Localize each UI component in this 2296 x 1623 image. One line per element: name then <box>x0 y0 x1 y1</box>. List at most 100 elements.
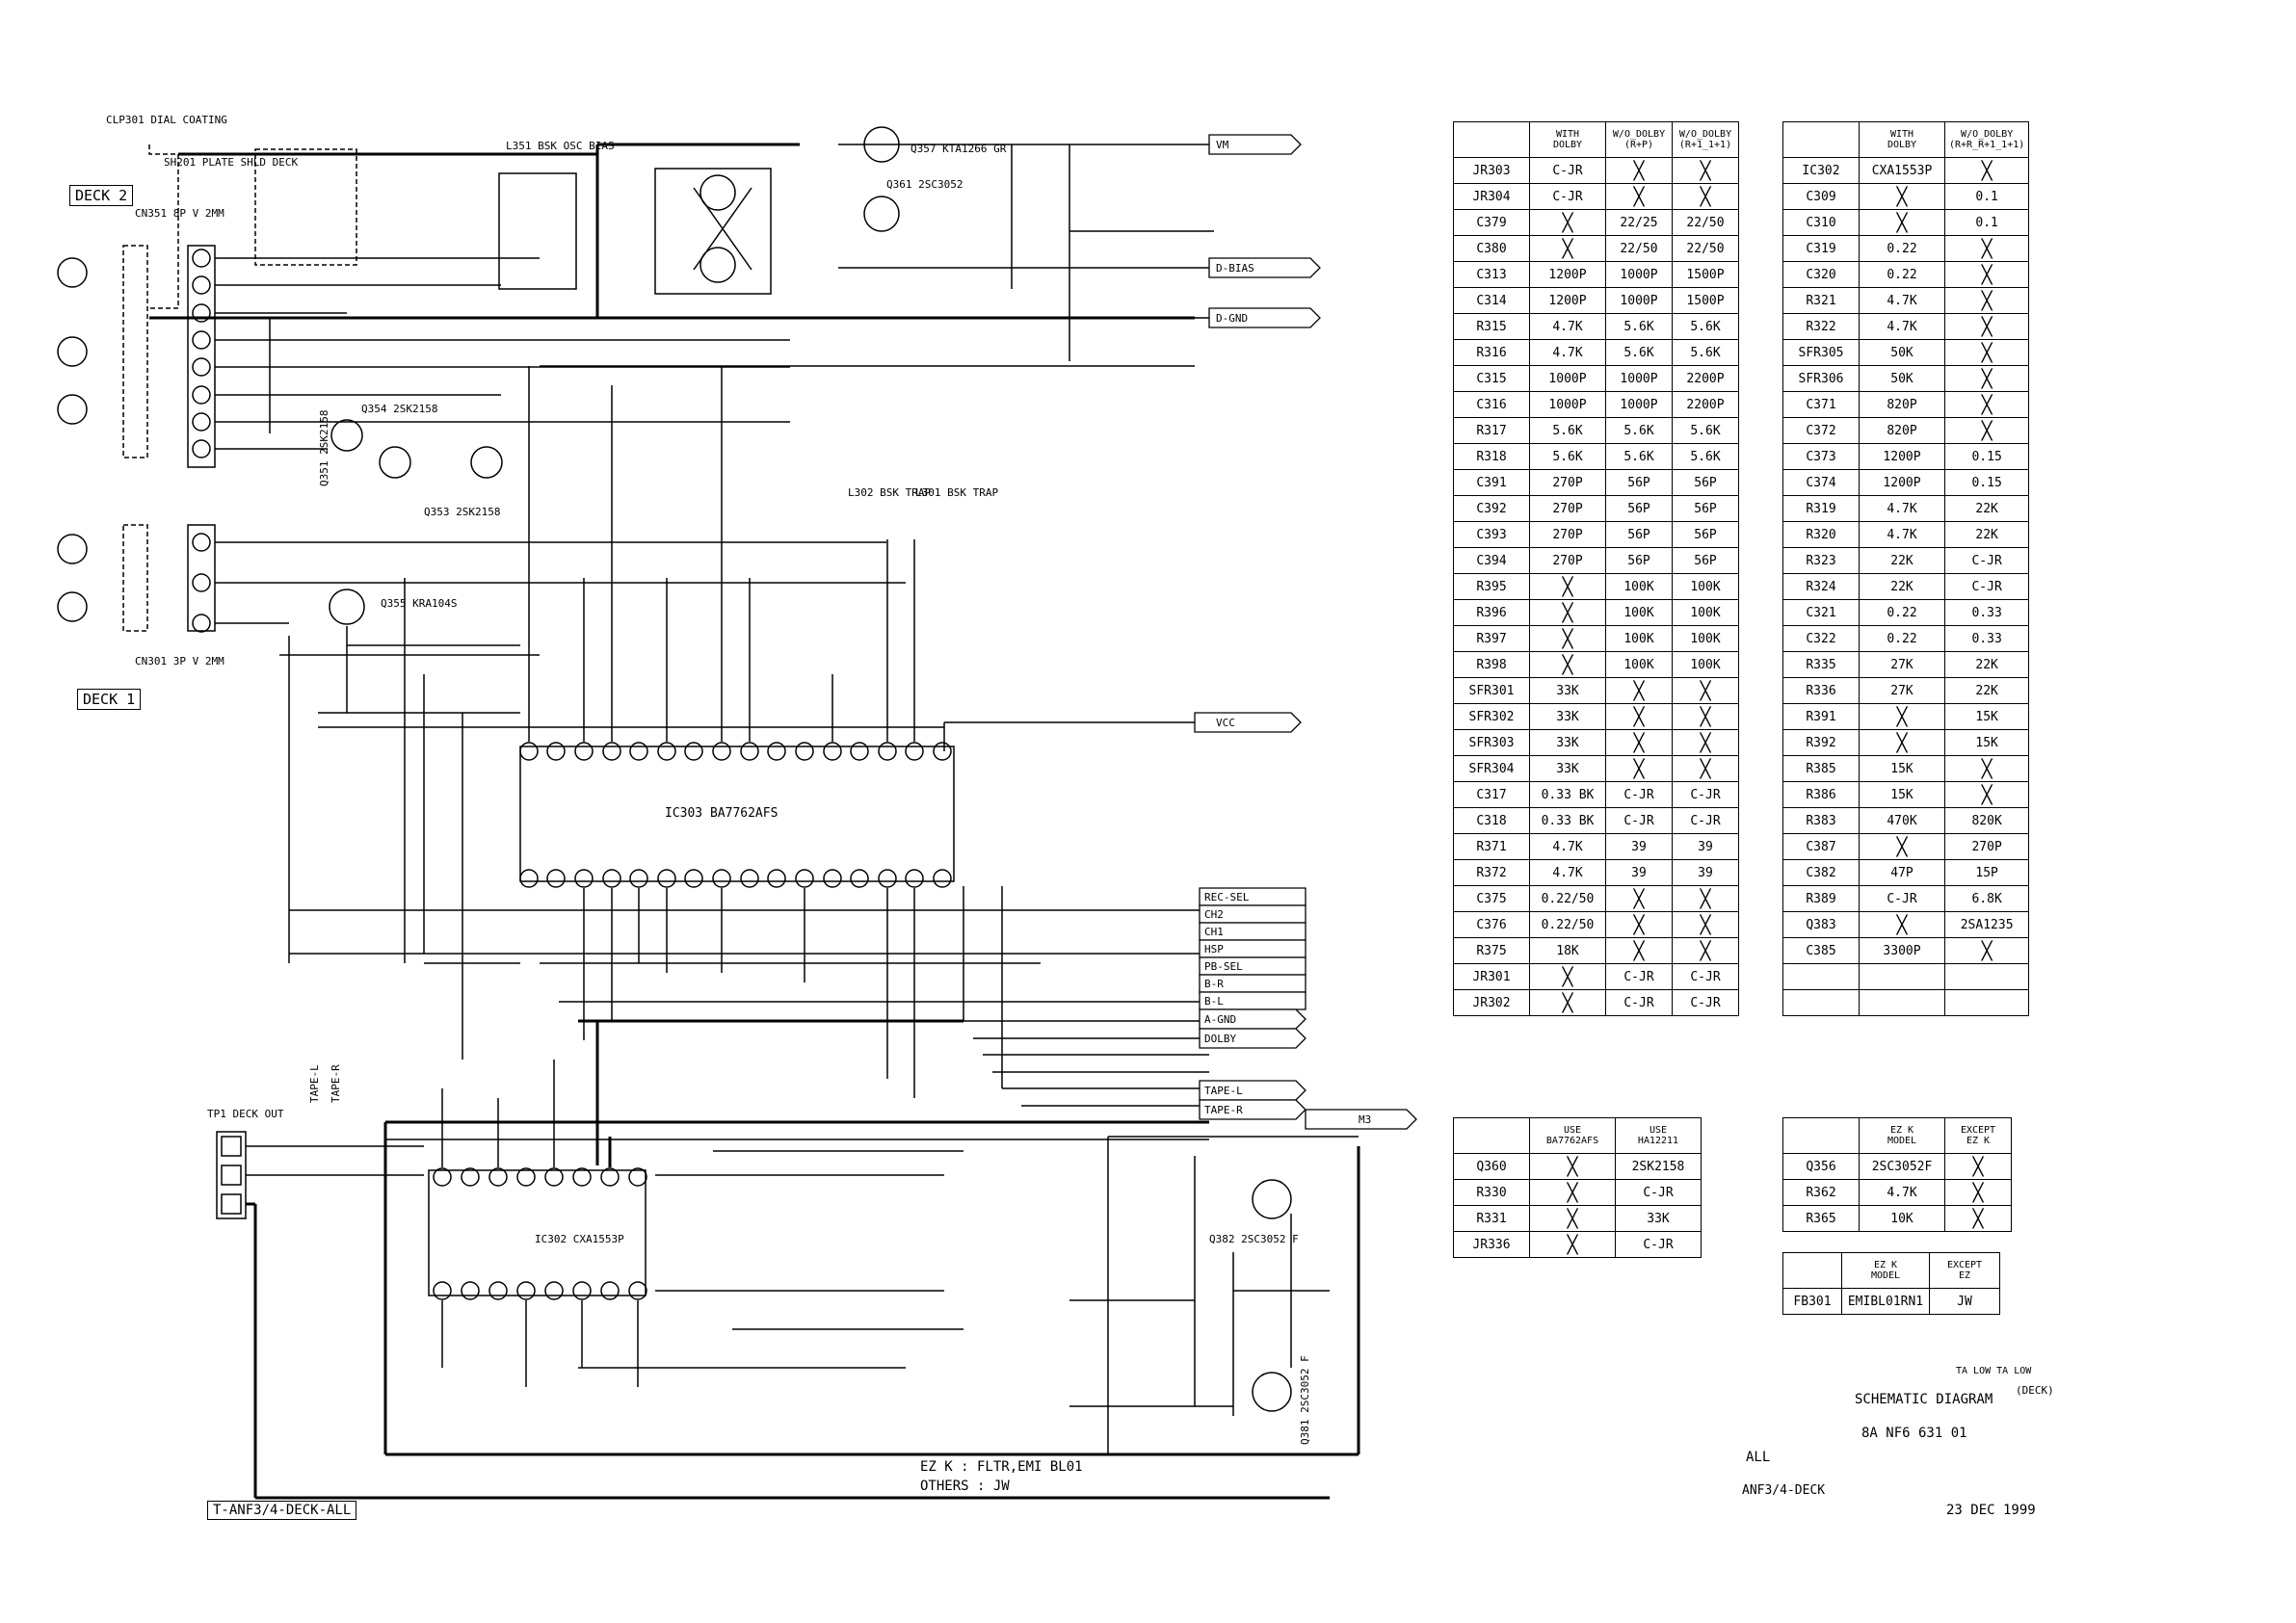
table-cell: 5.6K <box>1672 417 1739 444</box>
table-cell: C319 <box>1782 235 1860 262</box>
table-cell: JW <box>1929 1288 2000 1315</box>
table-cell: 56P <box>1605 495 1673 522</box>
table-cell <box>1859 209 1945 236</box>
table-cell <box>1943 365 2030 392</box>
table-cell: C-JR <box>1529 183 1606 210</box>
table-cell: C-JR <box>1615 1179 1702 1206</box>
table-header-cell: EXCEPT EZ K <box>1944 1117 2012 1154</box>
table-cell <box>1859 989 1945 1016</box>
table-header-cell: W/O_DOLBY (R+P) <box>1605 121 1673 158</box>
table-cell: R336 <box>1782 677 1860 704</box>
table-cell: 1500P <box>1672 287 1739 314</box>
table-cell <box>1943 391 2030 418</box>
table-cell <box>1943 781 2030 808</box>
table-cell: R323 <box>1782 547 1860 574</box>
table-cell <box>1943 287 2030 314</box>
table-cell: Q356 <box>1782 1153 1860 1180</box>
table-row: R39215K <box>1782 729 2030 756</box>
table-cell: CXA1553P <box>1859 157 1945 184</box>
table-cell: 4.7K <box>1859 313 1945 340</box>
table-header-cell: W/O_DOLBY (R+1_1+1) <box>1672 121 1739 158</box>
table-cell <box>1529 963 1606 990</box>
table-cell <box>1529 1231 1616 1258</box>
table-cell: 4.7K <box>1529 339 1606 366</box>
table-cell <box>1605 157 1673 184</box>
table-cell <box>1529 625 1606 652</box>
table-cell: 5.6K <box>1605 313 1673 340</box>
table-row: R33133K <box>1453 1205 1702 1232</box>
table-cell: 15K <box>1943 703 2030 730</box>
table-cell <box>1605 703 1673 730</box>
signal-ch1: CH1 <box>1204 926 1224 938</box>
table-cell: 56P <box>1605 469 1673 496</box>
signal-a-gnd: A-GND <box>1204 1013 1236 1026</box>
q353-label: Q353 2SK2158 <box>424 506 500 518</box>
table-header-cell: EXCEPT EZ <box>1929 1252 2000 1289</box>
table-cell: JR304 <box>1453 183 1530 210</box>
table-cell: R365 <box>1782 1205 1860 1232</box>
table-row <box>1782 989 2030 1016</box>
table-cell: C-JR <box>1672 807 1739 834</box>
table-cell: 1200P <box>1529 287 1606 314</box>
table-cell: 22/50 <box>1605 235 1673 262</box>
table-cell: 0.15 <box>1943 443 2030 470</box>
table-cell: R372 <box>1453 859 1530 886</box>
table-cell: 1200P <box>1859 469 1945 496</box>
table-cell <box>1529 989 1606 1016</box>
table-cell: 27K <box>1859 651 1945 678</box>
table-cell: 5.6K <box>1605 417 1673 444</box>
table-cell: R395 <box>1453 573 1530 600</box>
signal-tape-r: TAPE-R <box>1204 1104 1243 1116</box>
table-cell: 39 <box>1672 859 1739 886</box>
table-cell: C387 <box>1782 833 1860 860</box>
l302-label: L302 BSK TRAP <box>848 486 931 499</box>
table-cell: 1000P <box>1605 391 1673 418</box>
footer-model-box: T-ANF3/4-DECK-ALL <box>207 1501 357 1520</box>
table-cell: R320 <box>1782 521 1860 548</box>
table-cell: C375 <box>1453 885 1530 912</box>
table-cell <box>1605 911 1673 938</box>
table-cell: 1200P <box>1529 261 1606 288</box>
table-cell: 100K <box>1605 625 1673 652</box>
table-cell: C380 <box>1453 235 1530 262</box>
table-cell: C318 <box>1453 807 1530 834</box>
table-cell <box>1529 1179 1616 1206</box>
part-number: 8A NF6 631 01 <box>1861 1426 1967 1441</box>
table-cell <box>1943 157 2030 184</box>
table-cell: 820P <box>1859 391 1945 418</box>
table-cell: IC302 <box>1782 157 1860 184</box>
table-cell <box>1672 157 1739 184</box>
l301-label: L301 BSK TRAP <box>915 486 998 499</box>
table-cell: 820K <box>1943 807 2030 834</box>
table-cell: R362 <box>1782 1179 1860 1206</box>
table-header-cell: EZ K MODEL <box>1841 1252 1930 1289</box>
table-cell: C322 <box>1782 625 1860 652</box>
table-cell: C385 <box>1782 937 1860 964</box>
